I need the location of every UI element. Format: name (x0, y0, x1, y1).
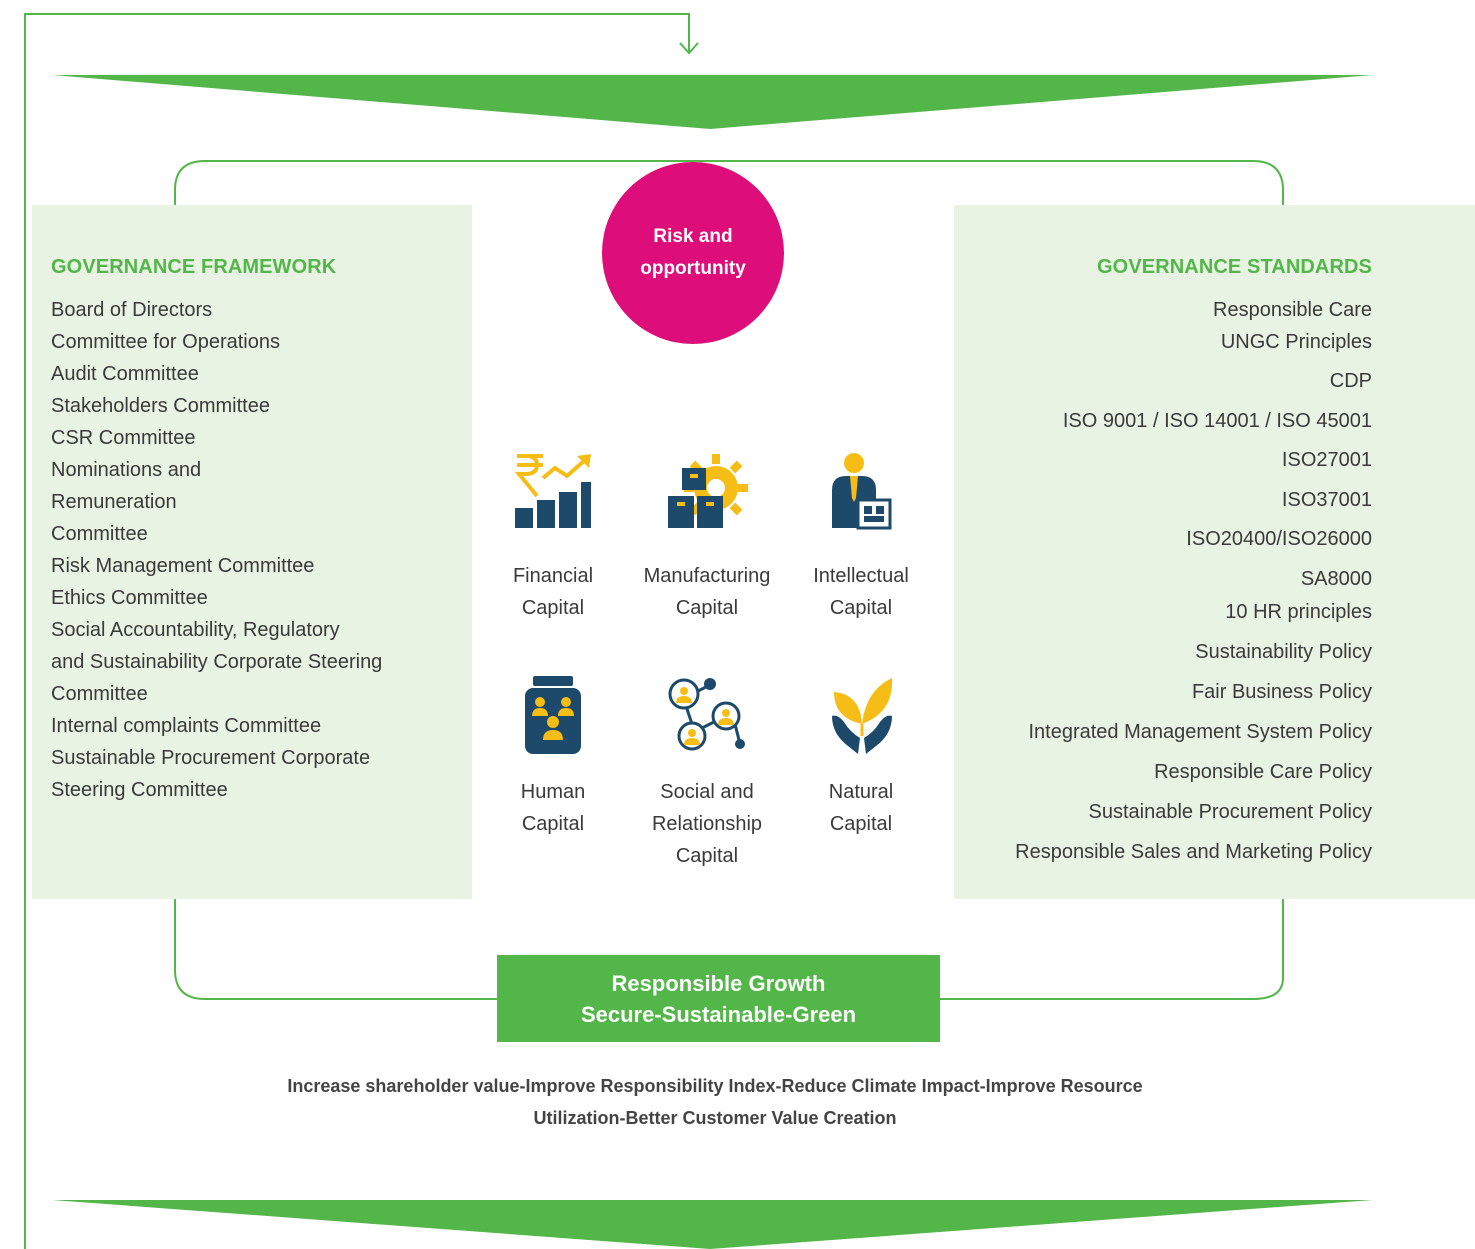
list-item: Integrated Management System Policy (1028, 721, 1372, 743)
list-item: ISO27001 (1281, 449, 1372, 471)
growth-title: Responsible Growth (611, 970, 826, 996)
list-item: Stakeholders Committee (51, 395, 270, 417)
list-item: Ethics Committee (51, 587, 208, 609)
risk-circle-line1: Risk and (653, 226, 733, 247)
list-item: Audit Committee (51, 363, 199, 385)
list-item: Responsible Care (1213, 299, 1372, 321)
list-item: Remuneration (51, 491, 177, 513)
governance-standards-list: Responsible Care UNGC Principles CDP ISO… (1015, 294, 1372, 866)
list-item: Sustainable Procurement Corporate (51, 747, 371, 769)
financial-capital-icon (514, 454, 591, 528)
list-item: ISO20400/ISO26000 (1186, 528, 1372, 550)
social-relationship-capital-icon (668, 678, 745, 751)
responsible-growth-box: Responsible Growth Secure-Sustainable-Gr… (497, 955, 940, 1042)
list-item: SA8000 (1300, 568, 1372, 590)
bottom-banner-arrow (52, 1200, 1373, 1249)
top-banner-arrow (52, 75, 1373, 129)
list-item: Nominations and (51, 459, 202, 481)
list-item: CSR Committee (51, 427, 196, 449)
intellectual-capital-icon (832, 453, 892, 530)
governance-framework-title: GOVERNANCE FRAMEWORK (51, 256, 337, 278)
risk-opportunity-circle: Risk and opportunity (602, 162, 784, 344)
list-item: Risk Management Committee (51, 555, 315, 577)
social-relationship-capital-label: Social and Relationship Capital (651, 781, 763, 867)
list-item: CDP (1329, 370, 1372, 392)
governance-standards-panel: GOVERNANCE STANDARDS Responsible Care UN… (954, 205, 1475, 899)
natural-capital-icon (832, 678, 893, 754)
list-item: Board of Directors (51, 299, 213, 321)
governance-standards-title: GOVERNANCE STANDARDS (1097, 256, 1372, 278)
natural-capital-label: Natural Capital (828, 781, 894, 835)
list-item: Committee (51, 683, 148, 705)
list-item: Internal complaints Committee (51, 715, 322, 737)
financial-capital-label: Financial Capital (512, 565, 594, 619)
list-item: ISO 9001 / ISO 14001 / ISO 45001 (1062, 410, 1372, 432)
list-item: Sustainable Procurement Policy (1088, 801, 1372, 823)
manufacturing-capital-icon (668, 454, 748, 528)
list-item: Social Accountability, Regulatory (51, 619, 340, 641)
list-item: Fair Business Policy (1191, 681, 1372, 703)
list-item: Committee for Operations (51, 331, 280, 353)
list-item: Steering Committee (51, 779, 228, 801)
governance-framework-panel: GOVERNANCE FRAMEWORK Board of Directors … (32, 205, 472, 899)
intellectual-capital-label: Intellectual Capital (813, 565, 909, 619)
outcomes-text: Increase shareholder value-Improve Respo… (287, 1076, 1143, 1128)
risk-circle-line2: opportunity (640, 258, 746, 279)
human-capital-icon (525, 676, 581, 754)
list-item: Responsible Sales and Marketing Policy (1015, 841, 1372, 863)
list-item: UNGC Principles (1220, 331, 1372, 353)
list-item: ISO37001 (1281, 489, 1372, 511)
list-item: Responsible Care Policy (1154, 761, 1372, 783)
growth-subtitle: Secure-Sustainable-Green (580, 1001, 857, 1027)
human-capital-label: Human Capital (520, 781, 586, 835)
feedback-loop-line (24, 13, 690, 1249)
governance-framework-list: Board of Directors Committee for Operati… (51, 294, 382, 806)
manufacturing-capital-label: Manufacturing Capital (643, 565, 771, 619)
feedback-arrow-head (679, 42, 699, 55)
list-item: Committee (51, 523, 148, 545)
list-item: 10 HR principles (1225, 601, 1372, 623)
list-item: Sustainability Policy (1195, 641, 1372, 663)
capitals-frame (174, 160, 1284, 1000)
list-item: and Sustainability Corporate Steering (51, 651, 383, 673)
